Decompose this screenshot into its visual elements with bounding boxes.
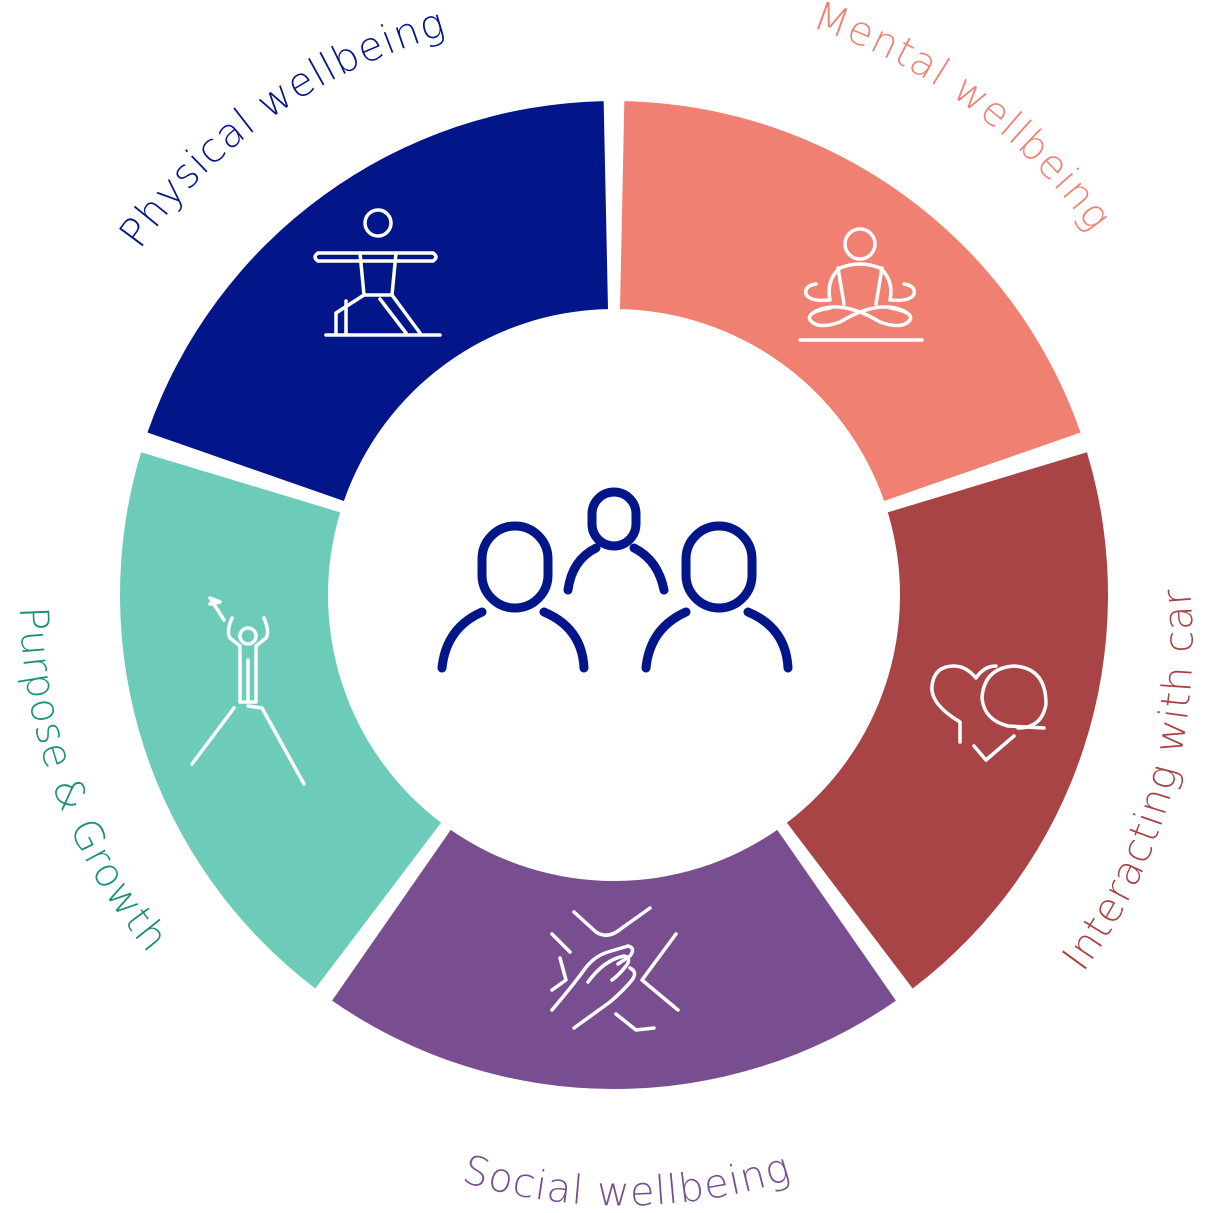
segment-purpose xyxy=(120,452,442,989)
meditation-icon xyxy=(798,227,924,342)
yoga-pose-icon xyxy=(313,208,442,337)
ring-segments xyxy=(120,101,1108,1089)
segment-physical xyxy=(147,101,609,501)
group-of-people-icon xyxy=(437,487,793,673)
heart-speech-bubbles-icon xyxy=(930,664,1048,762)
segment-mental xyxy=(619,101,1081,501)
mountain-summit-flag-icon xyxy=(190,596,306,786)
segment-interacting xyxy=(786,452,1108,989)
label-social-wellbeing: Social wellbeing xyxy=(458,1144,796,1213)
stacked-hands-icon xyxy=(550,906,680,1032)
